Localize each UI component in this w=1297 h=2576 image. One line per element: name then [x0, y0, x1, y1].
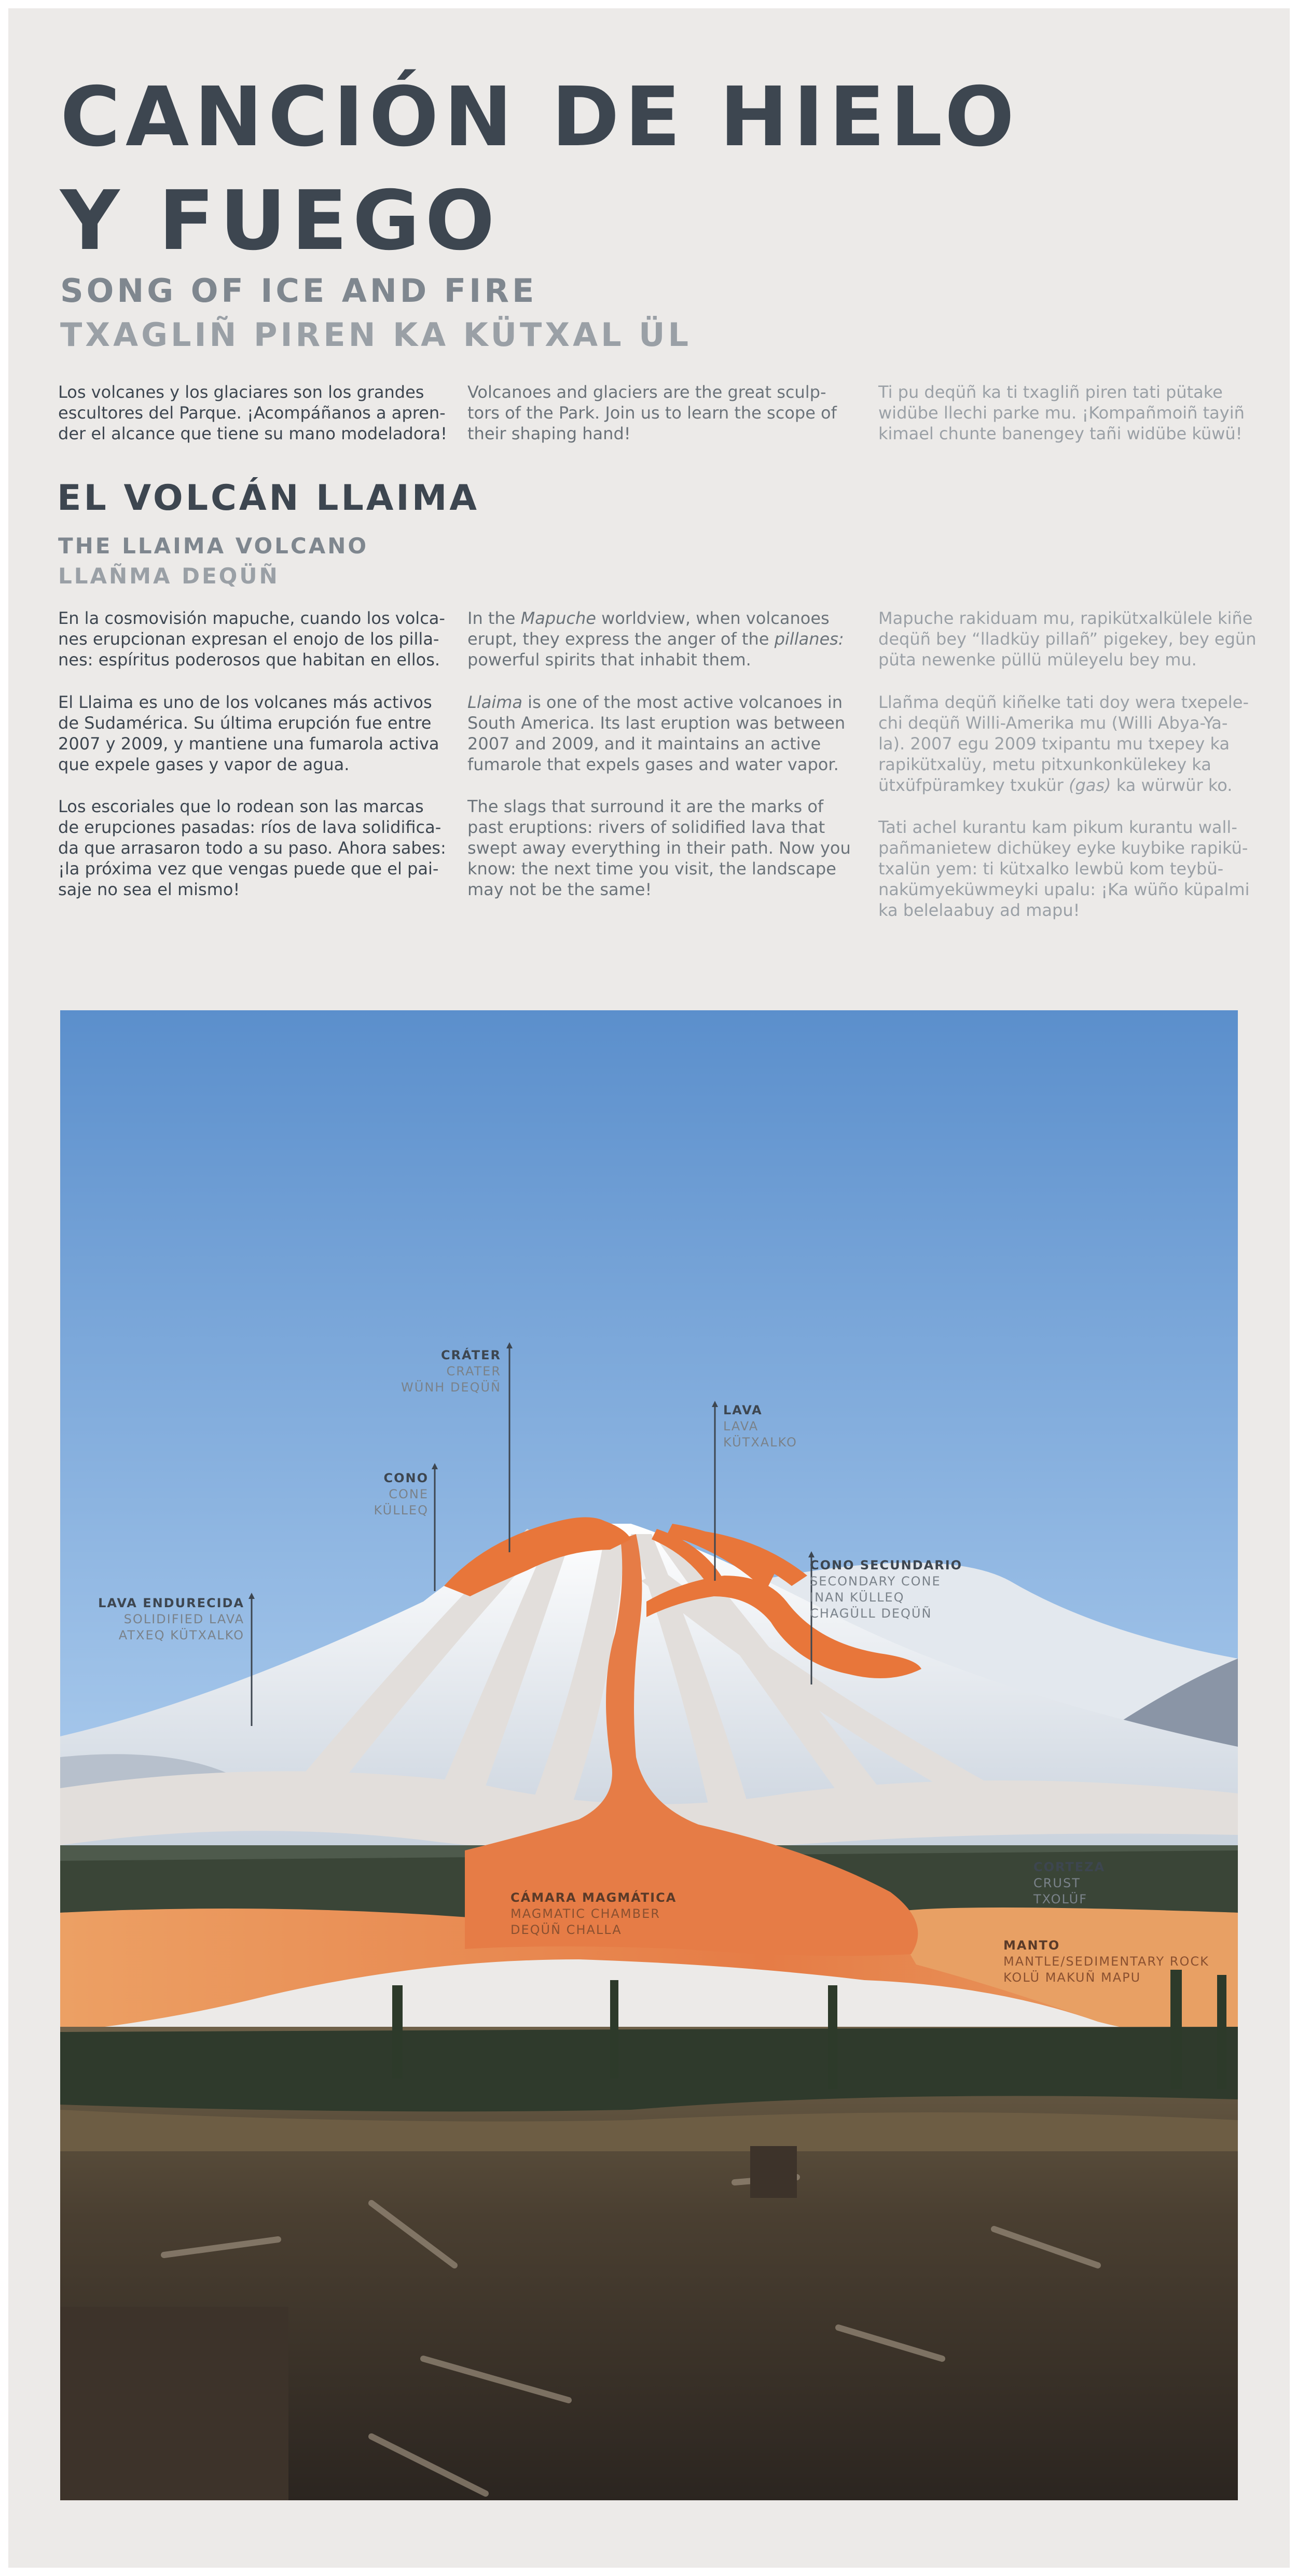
mapudungun-paragraph-2: Llañma deqüñ kiñelke tati doy wera txepe… [878, 692, 1249, 795]
subtitle-english: SONG OF ICE AND FIRE [60, 272, 537, 310]
section-title-english: THE LLAIMA VOLCANO [58, 533, 369, 559]
mapudungun-paragraph-3: Tati achel kurantu kam pikum kurantu wal… [878, 817, 1250, 920]
label-cone: CONO CONE KÜLLEQ [374, 1471, 429, 1517]
section-title: EL VOLCÁN LLAIMA [57, 478, 480, 519]
volcano-illustration: CRÁTER CRATER WÜNH DEQÜÑ CONO CONE KÜLLE… [60, 1010, 1238, 2500]
page-title: CANCIÓN DE HIELO Y FUEGO [60, 65, 1046, 273]
label-mantle: MANTO MANTLE/SEDIMENTARY ROCK KOLÜ MAKUÑ… [1003, 1938, 1209, 1985]
label-solidified-lava: LAVA ENDURECIDA SOLIDIFIED LAVA ATXEQ KÜ… [98, 1596, 244, 1642]
intro-english: Volcanoes and glaciers are the great scu… [467, 382, 837, 443]
spanish-paragraph-2: El Llaima es uno de los volcanes más act… [58, 692, 439, 774]
label-magma-chamber: CÁMARA MAGMÁTICA MAGMATIC CHAMBER DEQÜÑ … [510, 1890, 677, 1937]
english-paragraph-3: The slags that surround it are the marks… [467, 797, 851, 899]
label-crust: CORTEZA CRUST TXOLÜF [1033, 1860, 1106, 1906]
spanish-paragraph-3: Los escoriales que lo rodean son las mar… [58, 797, 446, 899]
english-paragraph-1: In the Mapuche worldview, when volcanoes… [467, 608, 844, 670]
lava-flows [646, 1524, 921, 1678]
crater-lava [444, 1517, 631, 1596]
exhibit-panel: CANCIÓN DE HIELO Y FUEGO SONG OF ICE AND… [8, 8, 1290, 2568]
volcano-cross-section-graphic [60, 1010, 1238, 2500]
label-lava: LAVA LAVA KÜTXALKO [723, 1403, 797, 1450]
intro-mapudungun: Ti pu deqüñ ka ti txagliñ piren tati püt… [878, 382, 1245, 443]
section-title-mapudungun: LLAÑMA DEQÜÑ [58, 563, 280, 589]
label-crater: CRÁTER CRATER WÜNH DEQÜÑ [401, 1348, 501, 1395]
intro-spanish: Los volcanes y los glaciares son los gra… [58, 382, 447, 443]
subtitle-mapudungun: TXAGLIÑ PIREN KA KÜTXAL ÜL [60, 316, 692, 354]
leader-lines [251, 1346, 812, 1726]
magma-chamber [465, 1534, 918, 1956]
title-line-1: CANCIÓN DE HIELO [60, 69, 1020, 165]
spanish-paragraph-1: En la cosmovisión mapuche, cuando los vo… [58, 608, 445, 670]
label-secondary-cone: CONO SECUNDARIO SECONDARY CONE INAN KÜLL… [810, 1558, 963, 1621]
title-line-2: Y FUEGO [60, 173, 500, 269]
mapudungun-paragraph-1: Mapuche rakiduam mu, rapikütxalkülele ki… [878, 608, 1257, 670]
english-paragraph-2: Llaima is one of the most active volcano… [467, 692, 846, 774]
